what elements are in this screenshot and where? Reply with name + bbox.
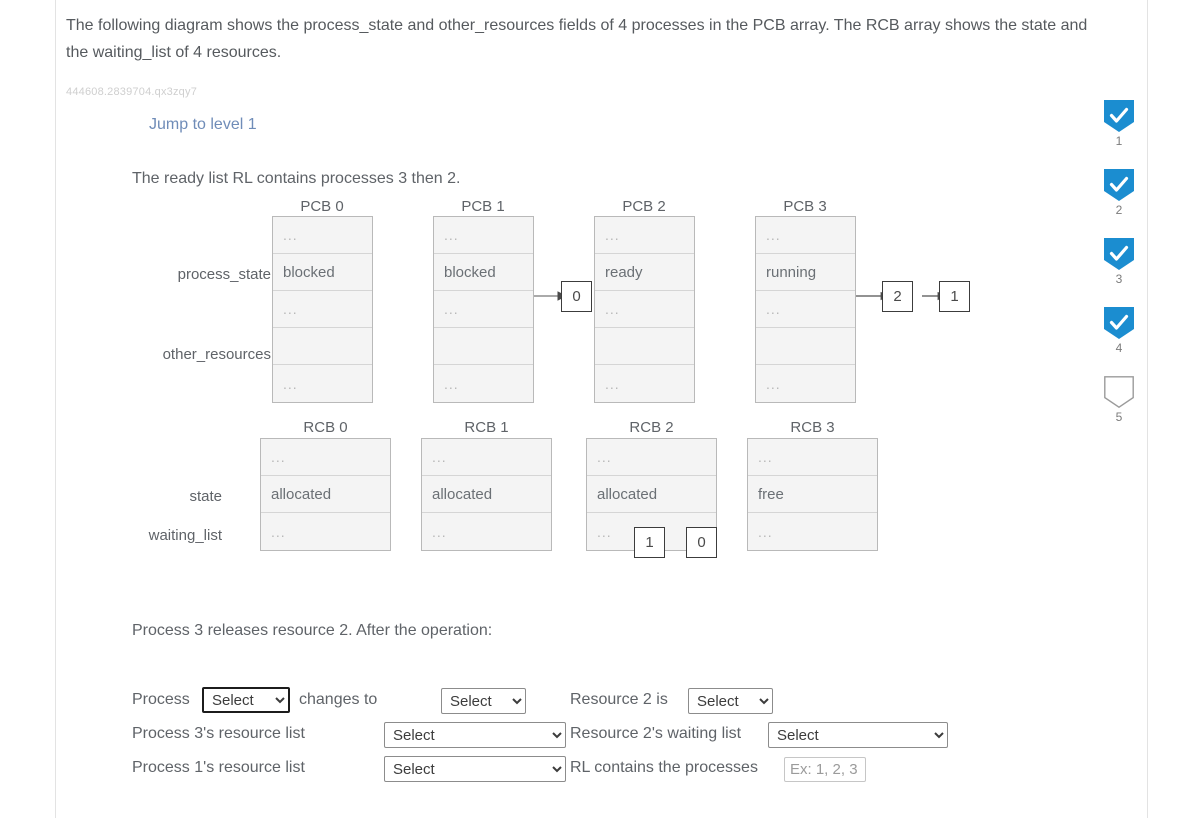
rcb-2-cell-waiting-list: ... [597,523,612,540]
rcb-2-title: RCB 2 [629,419,674,436]
pcb-0-cell-4: ... [283,375,298,392]
level-badge-1-number: 1 [1115,134,1123,148]
pcb-3-cell-process-state: running [756,254,855,291]
pcb-1-title: PCB 1 [461,198,505,215]
content-column: The following diagram shows the process_… [56,0,1147,818]
pcb-1-cell-4: ... [444,375,459,392]
question-id: 444608.2839704.qx3zqy7 [66,86,198,98]
rcb-3-cell-0: ... [748,439,877,476]
pcb-row-label-process-state: process_state [177,266,271,283]
pcb-3-cell-4: ... [766,375,781,392]
level-badge-3[interactable] [1104,238,1134,270]
rcb-1-cell-0: ... [422,439,551,476]
label-process: Process [132,691,190,708]
pcb-2-cell-process-state: ready [595,254,694,291]
pcb-0-cell-other-resources [273,328,372,365]
rcb-row-label-state: state [189,488,222,505]
pcb-0-cell-0: ... [273,217,372,254]
pcb-2-cell-4: ... [605,375,620,392]
pcb-2-cell-2: ... [595,291,694,328]
select-process1-resource-list[interactable]: Select [384,756,566,782]
select-new-state[interactable]: Select [441,688,526,714]
level-badge-5-wrap: 5 [1104,376,1134,423]
level-badge-4-number: 4 [1115,341,1123,355]
level-badge-3-wrap: 3 [1104,238,1134,285]
rcb-2-waiting-node-0: 0 [686,527,717,558]
input-rl-processes[interactable] [784,757,866,782]
level-badge-4-wrap: 4 [1104,307,1134,354]
pcb-3-cell-0: ... [756,217,855,254]
rcb-2-waiting-node-1: 1 [634,527,665,558]
pcb-0-block: ... blocked ... ... [272,216,373,403]
rcb-3-cell-waiting-list: ... [758,523,773,540]
pcb-1-cell-other-resources [434,328,533,365]
label-changes-to: changes to [299,691,378,708]
page-right-rule [1147,0,1148,818]
select-process[interactable]: Select [202,687,290,713]
pcb-3-cell-other-resources [756,328,855,365]
operation-statement: Process 3 releases resource 2. After the… [132,622,493,639]
pcb-3-resource-node-2: 2 [882,281,913,312]
rcb-0-title: RCB 0 [303,419,348,436]
level-badge-5-number: 5 [1115,410,1123,424]
label-process1-resource-list: Process 1's resource list [132,759,305,776]
rcb-0-cell-0: ... [261,439,390,476]
rcb-0-block: ... allocated ... [260,438,391,551]
pcb-1-block: ... blocked ... ... [433,216,534,403]
rcb-2-cell-state: allocated [587,476,716,513]
pcb-0-title: PCB 0 [300,198,344,215]
pcb-2-title: PCB 2 [622,198,666,215]
level-badge-2-number: 2 [1115,203,1123,217]
select-process3-resource-list[interactable]: Select [384,722,566,748]
label-rl-contains: RL contains the processes [570,759,758,776]
ready-list-statement: The ready list RL contains processes 3 t… [132,170,461,187]
pcb-2-cell-other-resources [595,328,694,365]
intro-paragraph: The following diagram shows the process_… [66,17,1088,61]
level-progress-rail: 1 2 3 4 [1104,100,1144,445]
select-resource2-state[interactable]: Select [688,688,773,714]
rcb-0-cell-waiting-list: ... [271,523,286,540]
page-left-rule [55,0,56,818]
level-badge-5[interactable] [1104,376,1134,408]
rcb-3-cell-state: free [748,476,877,513]
rcb-1-cell-state: allocated [422,476,551,513]
pcb-0-cell-process-state: blocked [273,254,372,291]
label-resource2-waiting-list: Resource 2's waiting list [570,725,742,742]
pcb-3-block: ... running ... ... [755,216,856,403]
level-badge-1-wrap: 1 [1104,100,1134,147]
pcb-row-label-other-resources: other_resources [162,346,271,363]
pcb-2-block: ... ready ... ... [594,216,695,403]
level-badge-2[interactable] [1104,169,1134,201]
rcb-1-block: ... allocated ... [421,438,552,551]
pcb-3-resource-node-1: 1 [939,281,970,312]
pcb-3-cell-2: ... [756,291,855,328]
pcb-1-cell-0: ... [434,217,533,254]
jump-to-level-link[interactable]: Jump to level 1 [149,116,257,133]
label-process3-resource-list: Process 3's resource list [132,725,305,742]
pcb-rcb-diagram: process_state other_resources PCB 0 ... … [56,0,1147,558]
rcb-1-title: RCB 1 [464,419,509,436]
pcb-3-title: PCB 3 [783,198,827,215]
rcb-2-cell-0: ... [587,439,716,476]
pcb-1-cell-process-state: blocked [434,254,533,291]
pcb-1-resource-node-0: 0 [561,281,592,312]
rcb-3-block: ... free ... [747,438,878,551]
rcb-0-cell-state: allocated [261,476,390,513]
rcb-row-label-waiting-list: waiting_list [148,527,222,544]
level-badge-2-wrap: 2 [1104,169,1134,216]
label-resource2-is: Resource 2 is [570,691,668,708]
level-badge-1[interactable] [1104,100,1134,132]
rcb-3-title: RCB 3 [790,419,835,436]
select-resource2-waiting-list[interactable]: Select [768,722,948,748]
pcb-1-cell-2: ... [434,291,533,328]
level-badge-3-number: 3 [1115,272,1123,286]
pcb-0-cell-2: ... [273,291,372,328]
level-badge-4[interactable] [1104,307,1134,339]
rcb-1-cell-waiting-list: ... [432,523,447,540]
pcb-2-cell-0: ... [595,217,694,254]
